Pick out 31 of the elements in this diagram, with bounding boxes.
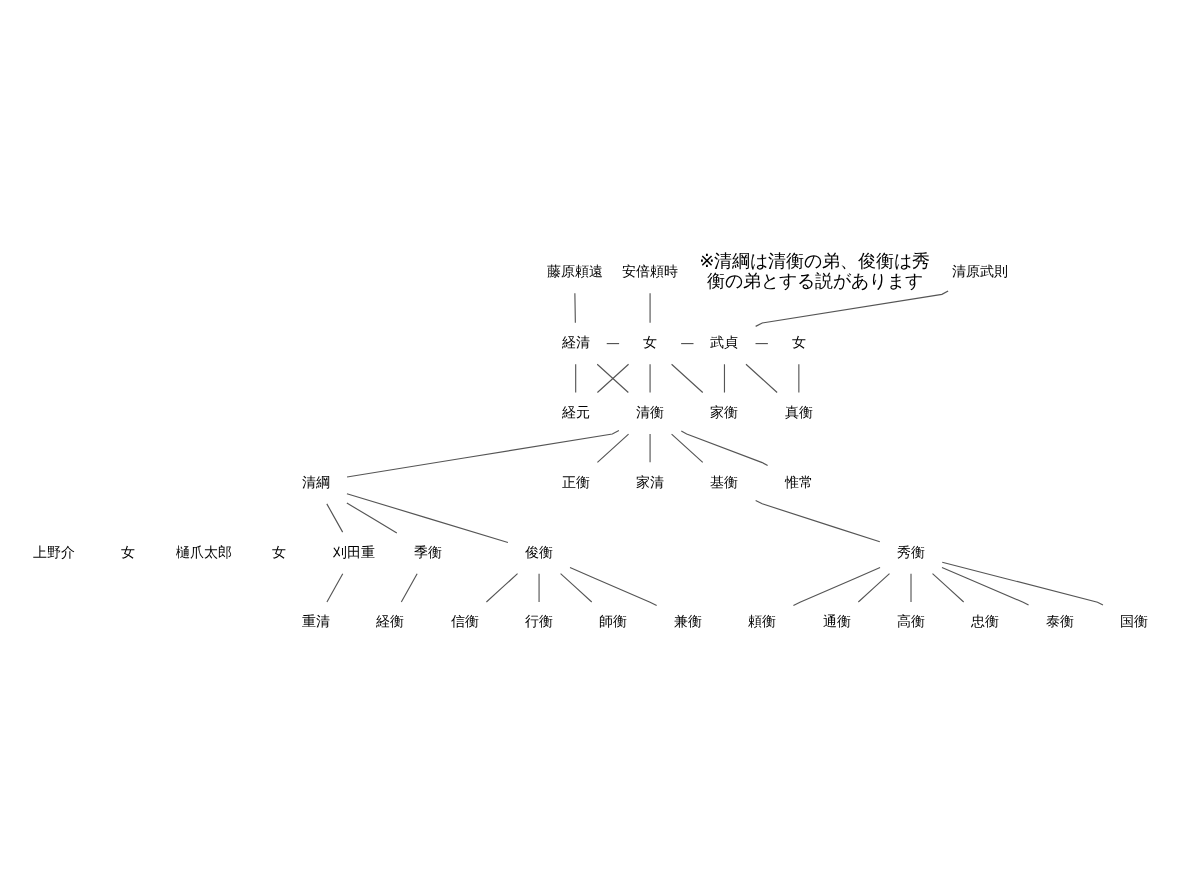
connector xyxy=(596,432,630,462)
connector xyxy=(755,289,949,326)
connector xyxy=(792,565,881,606)
connector xyxy=(671,362,704,393)
connector xyxy=(649,362,651,393)
connector xyxy=(569,565,658,606)
connector xyxy=(326,502,344,532)
connector xyxy=(941,560,1104,605)
connector xyxy=(346,492,509,543)
label: ※清綱は清衡の弟、俊衡は秀衡の弟とする説があります xyxy=(699,251,931,293)
connector xyxy=(326,572,344,602)
connector xyxy=(400,572,418,602)
connector xyxy=(538,572,540,602)
connector xyxy=(346,501,398,533)
connector xyxy=(857,572,891,602)
connector xyxy=(346,429,620,477)
connector xyxy=(755,498,881,542)
connector xyxy=(723,362,726,393)
connector xyxy=(575,362,577,393)
connector xyxy=(560,572,593,602)
connector xyxy=(485,572,519,602)
connector xyxy=(574,291,576,323)
connector xyxy=(649,291,651,323)
connector xyxy=(745,362,778,393)
connector xyxy=(910,572,912,602)
connector xyxy=(649,432,651,462)
connector xyxy=(931,572,965,602)
connector xyxy=(671,432,704,462)
connector xyxy=(680,429,769,466)
connector xyxy=(798,362,800,393)
connector xyxy=(941,565,1030,605)
